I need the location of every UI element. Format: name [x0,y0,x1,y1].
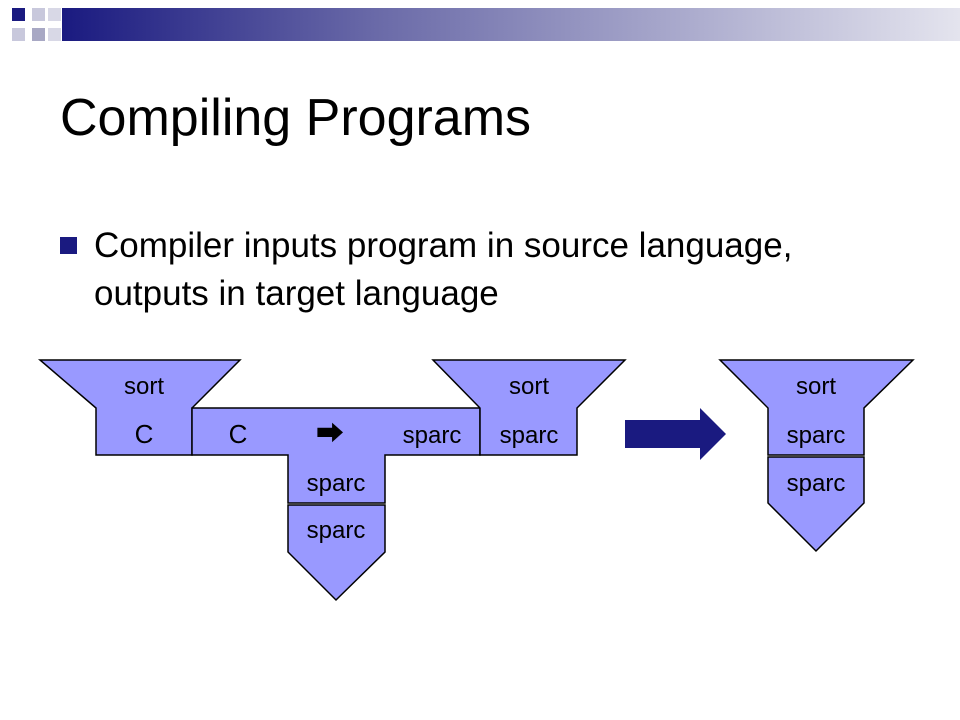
transform-arrow-icon [625,408,726,460]
header-square-light-1 [32,8,45,21]
compiler-machine-label: sparc [307,517,366,544]
result-tombstone [718,359,915,456]
program-name-label: sort [124,373,164,400]
compiler-source-label: C [229,419,248,449]
header-square-navy [12,8,25,21]
program-language-label: C [135,419,154,449]
compiler-arrow-glyph: ⮕ [316,418,344,449]
compiler-machine [287,504,386,602]
compiler-implementation-label: sparc [307,470,366,497]
output-language-label: sparc [500,422,559,449]
header-square-light-4 [48,28,61,41]
header-square-light-3 [48,8,61,21]
header-square-light-2 [12,28,25,41]
page-title: Compiling Programs [60,89,532,147]
result-machine-label: sparc [787,470,846,497]
bullet-item: Compiler inputs program in source langua… [60,222,920,318]
output-tombstone [431,359,627,456]
result-language-label: sparc [787,422,846,449]
result-name-label: sort [796,373,836,400]
header-square-gray [32,28,45,41]
compiler-target-label: sparc [403,422,462,449]
output-name-label: sort [509,373,549,400]
bullet-list: Compiler inputs program in source langua… [60,222,920,318]
result-machine [767,456,865,553]
header-decoration [12,8,960,41]
header-gradient-band [62,8,960,41]
square-bullet-icon [60,237,77,254]
bullet-text: Compiler inputs program in source langua… [94,226,793,313]
